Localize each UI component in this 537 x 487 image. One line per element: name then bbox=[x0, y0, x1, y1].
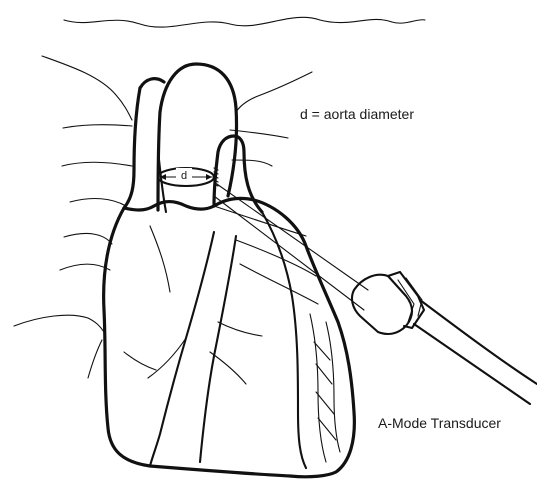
lower-left-line bbox=[88, 340, 102, 378]
branch-1 bbox=[150, 226, 170, 292]
interventricular-groove bbox=[150, 232, 214, 466]
branch-5 bbox=[124, 352, 156, 370]
heart bbox=[104, 198, 355, 476]
probe-cable-lower bbox=[414, 324, 530, 404]
branch-3 bbox=[218, 322, 262, 336]
right-line-2 bbox=[232, 160, 272, 166]
probe-cable-upper bbox=[420, 300, 537, 384]
aorta-diameter-note: d = aorta diameter bbox=[300, 106, 414, 122]
diameter-marker: d bbox=[158, 168, 218, 186]
arrow-right-icon bbox=[206, 174, 212, 180]
left-line-1 bbox=[63, 125, 132, 128]
left-line-2 bbox=[62, 162, 132, 166]
left-line-4 bbox=[64, 233, 112, 244]
transducer-probe bbox=[352, 272, 537, 404]
svc-left-edge bbox=[124, 88, 140, 208]
probe-head bbox=[352, 275, 412, 334]
probe-collar bbox=[388, 272, 424, 328]
left-line-3 bbox=[70, 199, 126, 206]
left-line-6 bbox=[14, 315, 104, 332]
great-vessels bbox=[124, 64, 262, 212]
transducer-label: A-Mode Transducer bbox=[378, 415, 501, 431]
muscle-fiber-1 bbox=[310, 314, 326, 462]
left-line-5 bbox=[60, 264, 110, 270]
right-ventricle-edge bbox=[262, 212, 306, 468]
aorta-outline bbox=[158, 64, 237, 210]
left-neck-line bbox=[42, 56, 132, 120]
muscle-fiber-2 bbox=[326, 322, 340, 452]
pulmonary-outline bbox=[214, 136, 262, 212]
branch-4 bbox=[210, 352, 246, 384]
heart-outline bbox=[104, 198, 355, 476]
beam-lower bbox=[214, 196, 364, 310]
svc-top bbox=[140, 79, 164, 88]
top-contour bbox=[64, 17, 425, 27]
d-marker-label: d bbox=[181, 170, 187, 182]
muscle-fiber-3 bbox=[314, 342, 336, 440]
beam-upper bbox=[214, 182, 368, 290]
